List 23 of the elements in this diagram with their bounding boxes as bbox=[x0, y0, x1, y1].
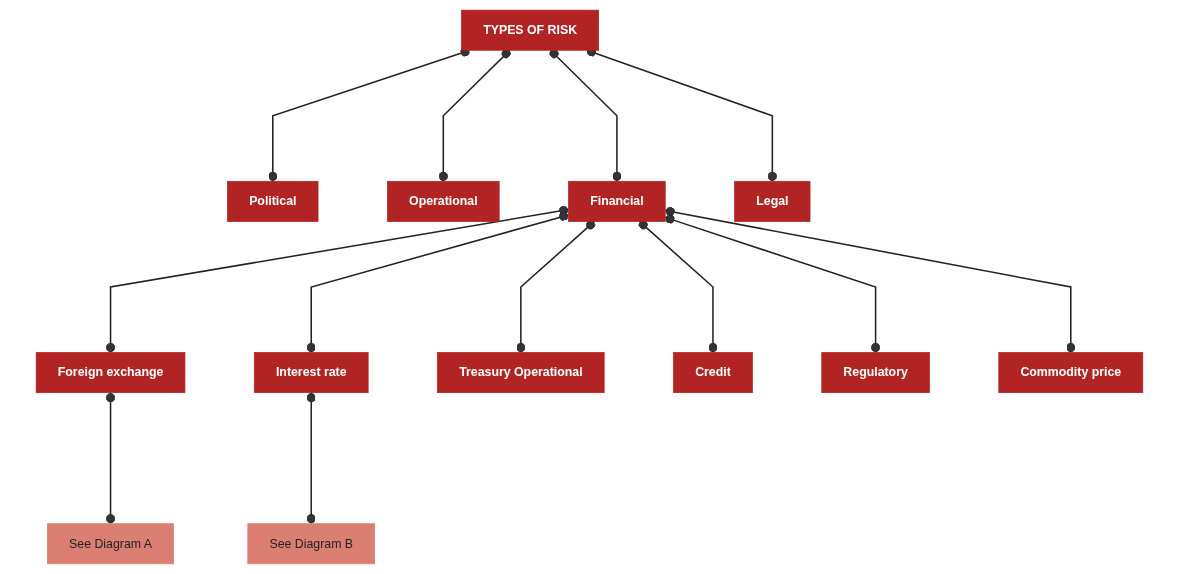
node-box: Operational bbox=[386, 180, 500, 222]
node-box: Credit bbox=[672, 352, 753, 393]
node-box: See Diagram A bbox=[46, 523, 174, 565]
node-box: Interest rate bbox=[253, 352, 369, 393]
node-box: Foreign exchange bbox=[35, 352, 185, 393]
connector bbox=[306, 211, 569, 354]
connector bbox=[105, 391, 115, 525]
connector bbox=[664, 206, 1075, 354]
connector bbox=[638, 220, 718, 354]
node-box: See Diagram B bbox=[246, 523, 375, 565]
node-box: TYPES OF RISK bbox=[460, 9, 599, 51]
node-box: Political bbox=[226, 180, 318, 222]
connector bbox=[438, 49, 511, 183]
connector bbox=[664, 214, 880, 354]
connector bbox=[105, 205, 569, 354]
connector bbox=[515, 220, 595, 354]
node-box: Treasury Operational bbox=[436, 352, 605, 393]
node-box: Regulatory bbox=[820, 352, 930, 393]
node-box: Commodity price bbox=[997, 352, 1143, 393]
node-box: Legal bbox=[733, 180, 810, 222]
connector bbox=[306, 391, 316, 525]
connector bbox=[548, 49, 622, 183]
node-box: Financial bbox=[567, 180, 666, 222]
